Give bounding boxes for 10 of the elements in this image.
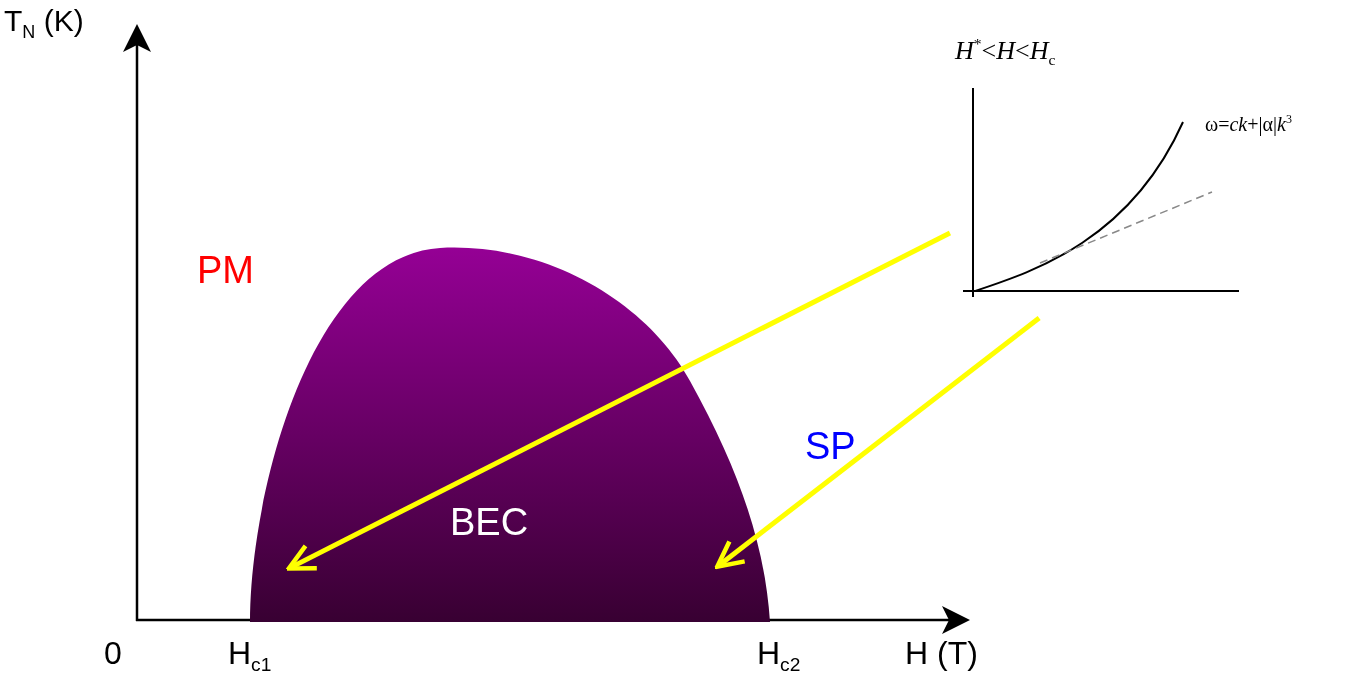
axis-tick-label: 0 [104,636,122,672]
formula-label: ω=ck+|α|k$^{3}$ [1205,113,1292,135]
axis-tick-label: H$_{c1}$ [228,636,272,675]
phase-label: PM [197,250,254,292]
axis-title: T$_{N}$ (K) [4,4,84,43]
axis-tick-label: H$_{c2}$ [757,636,801,675]
inset-title: H$^{*}$<H<H$_{c}$ [955,35,1056,68]
arrow [715,316,1041,569]
phase-label: SP [805,426,856,468]
axis-title: H (T) [905,636,978,672]
